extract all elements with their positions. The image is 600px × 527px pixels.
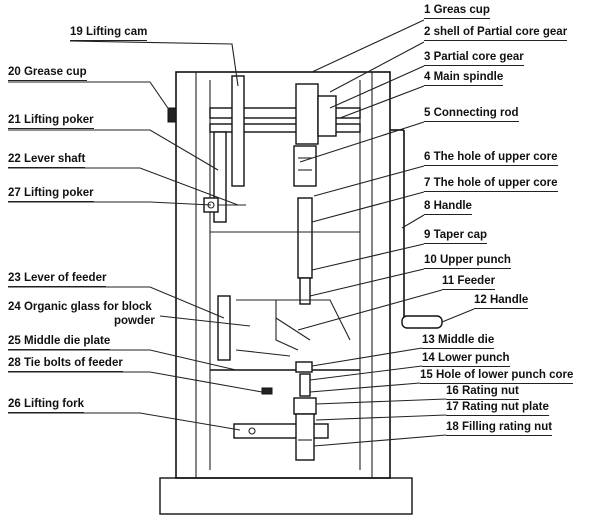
- leader-11: [297, 289, 443, 331]
- leader-27: [8, 201, 212, 206]
- label-12-handle: 12 Handle: [474, 294, 529, 309]
- leader-28: [8, 371, 263, 393]
- label-4-main-spindle: 4 Main spindle: [424, 71, 504, 86]
- feeder: [276, 299, 351, 341]
- lifting-cam: [231, 75, 245, 187]
- leader-2: [329, 41, 425, 93]
- label-7-upper-core-hole: 7 The hole of upper core: [424, 177, 558, 192]
- leader-20: [8, 81, 173, 115]
- label-18-filling-rating-nut: 18 Filling rating nut: [446, 421, 553, 436]
- label-24-organic-glass: 24 Organic glass for block: [8, 301, 152, 313]
- lower-punch: [299, 373, 311, 397]
- label-6-upper-core-hole: 6 The hole of upper core: [424, 151, 558, 166]
- leader-25: [8, 349, 237, 371]
- leader-7: [311, 191, 425, 223]
- leader-18: [313, 434, 447, 447]
- leader-26: [8, 412, 241, 431]
- leader-21: [8, 129, 219, 171]
- leader-22: [8, 167, 239, 206]
- middle-die: [295, 361, 313, 373]
- lever-of-feeder: [217, 295, 231, 361]
- label-15-lower-punch-core-hole: 15 Hole of lower punch core: [420, 369, 574, 384]
- label-21-lifting-poker: 21 Lifting poker: [8, 114, 94, 129]
- grease-cup-left: [167, 107, 177, 123]
- label-8-handle: 8 Handle: [424, 200, 472, 215]
- leader-16: [315, 398, 447, 405]
- label-10-upper-punch: 10 Upper punch: [424, 254, 511, 269]
- leader-10: [309, 268, 425, 297]
- main-spindle: [209, 107, 361, 119]
- label-13-middle-die: 13 Middle die: [422, 334, 495, 349]
- leader-9: [311, 243, 425, 271]
- label-16-rating-nut: 16 Rating nut: [446, 385, 519, 400]
- leader-19: [69, 40, 239, 87]
- leader-1: [311, 19, 425, 73]
- connecting-rod: [293, 145, 317, 187]
- label-5-connecting-rod: 5 Connecting rod: [424, 107, 519, 122]
- leader-12: [441, 308, 475, 323]
- leader-17: [315, 414, 447, 421]
- leader-23: [8, 286, 225, 319]
- label-19-lifting-cam: 19 Lifting cam: [70, 26, 148, 41]
- label-24-organic-glass-line2: powder: [114, 315, 155, 327]
- leader-13: [311, 347, 423, 367]
- leader-24: [159, 315, 251, 327]
- label-2-shell-partial-core-gear: 2 shell of Partial core gear: [424, 26, 568, 41]
- filling-rating-nut: [295, 413, 315, 461]
- organic-glass-hopper: [236, 299, 299, 351]
- leader-3: [329, 65, 425, 109]
- tie-bolts-of-feeder: [261, 387, 273, 395]
- leader-8: [401, 214, 425, 229]
- leader-5: [299, 121, 425, 163]
- leader-6: [313, 165, 425, 197]
- leader-15: [309, 382, 421, 393]
- label-11-feeder: 11 Feeder: [442, 275, 496, 290]
- label-9-taper-cap: 9 Taper cap: [424, 229, 488, 244]
- leader-4: [339, 85, 425, 119]
- leader-14: [309, 365, 423, 381]
- outer-frame: [175, 71, 391, 479]
- base-plate: [159, 477, 413, 515]
- label-1-greas-cup: 1 Greas cup: [424, 4, 490, 19]
- label-3-partial-core-gear: 3 Partial core gear: [424, 51, 524, 66]
- label-14-lower-punch: 14 Lower punch: [422, 352, 510, 367]
- label-20-grease-cup: 20 Grease cup: [8, 66, 87, 81]
- label-17-rating-nut-plate: 17 Rating nut plate: [446, 401, 549, 416]
- upper-punch: [299, 277, 311, 305]
